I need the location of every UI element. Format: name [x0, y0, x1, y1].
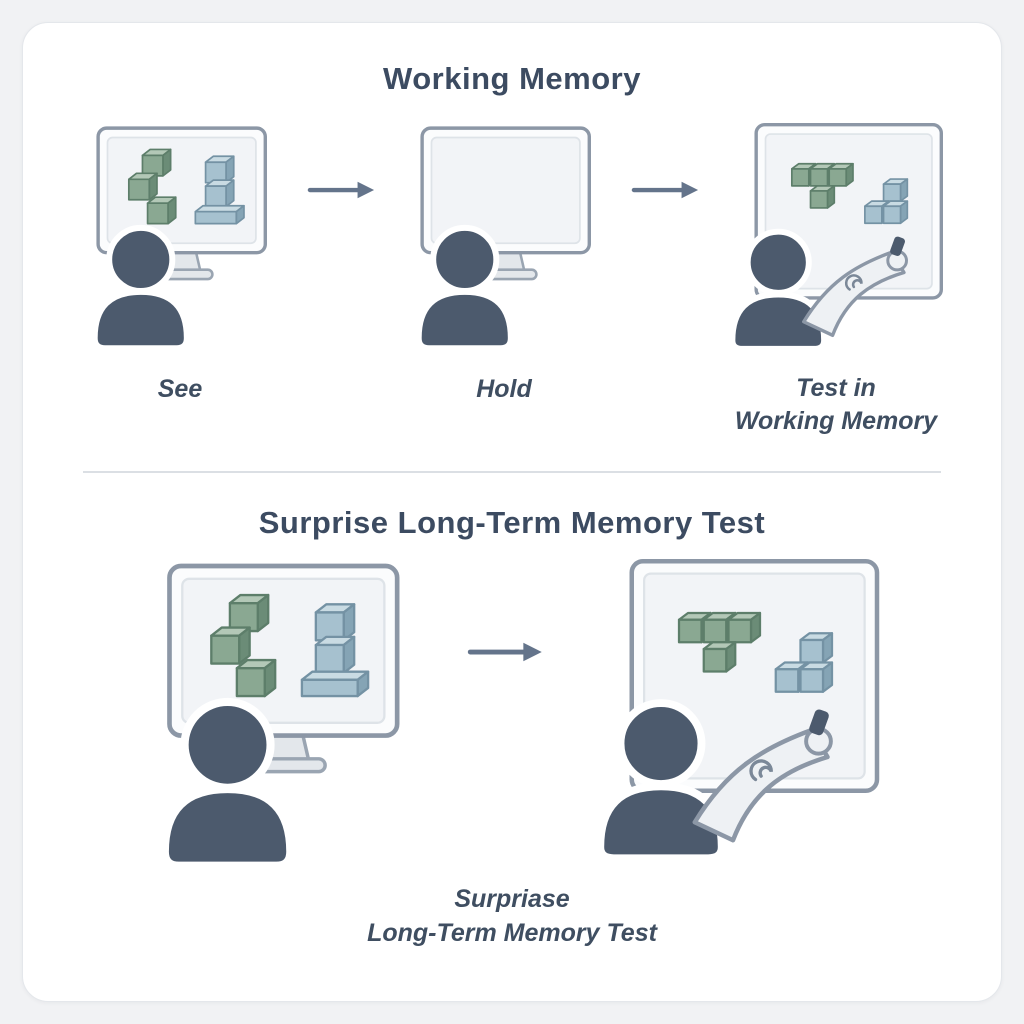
- arrow-right-icon: [631, 178, 701, 202]
- longterm-memory-section: Surprise Long-Term Memory Test Surpriase…: [43, 505, 981, 951]
- longterm-caption-line1: Surpriase: [454, 885, 570, 913]
- stage-label-test: Test in Working Memory: [735, 372, 937, 437]
- diagram-card: Working Memory See Hold: [22, 22, 1002, 1002]
- working-memory-stage-row: See Hold Test in Working Me: [43, 123, 981, 437]
- section-divider: [83, 471, 941, 473]
- test-scene-illustration: [717, 123, 955, 354]
- working-memory-title: Working Memory: [383, 61, 641, 96]
- longterm-title: Surprise Long-Term Memory Test: [258, 505, 766, 540]
- arrow-see-to-hold: [307, 178, 377, 202]
- longterm-caption: Surpriase Long-Term Memory Test: [43, 883, 981, 951]
- longterm-stage-row: [43, 559, 981, 875]
- see-scene-illustration: [69, 123, 291, 355]
- stage-label-test-line2: Working Memory: [734, 406, 938, 435]
- arrow-right-icon: [458, 639, 554, 665]
- longterm-caption-line2: Long-Term Memory Test: [367, 918, 657, 947]
- study-scene-illustration: [130, 559, 432, 875]
- stage-label-hold: Hold: [476, 375, 532, 403]
- stage-label-test-line1: Test in: [796, 374, 876, 402]
- stage-label-see: See: [157, 375, 203, 403]
- arrow-hold-to-test: [631, 178, 701, 202]
- arrow-study-to-test: [458, 639, 554, 665]
- stage-see: See: [69, 123, 291, 406]
- working-memory-section: Working Memory See Hold: [43, 61, 981, 437]
- stage-longterm-test: [580, 559, 895, 865]
- stage-test: Test in Working Memory: [717, 123, 955, 437]
- arrow-right-icon: [307, 178, 377, 202]
- stage-study: [130, 559, 432, 875]
- longterm-test-scene-illustration: [580, 559, 895, 865]
- hold-scene-illustration: [393, 123, 615, 355]
- stage-hold: Hold: [393, 123, 615, 406]
